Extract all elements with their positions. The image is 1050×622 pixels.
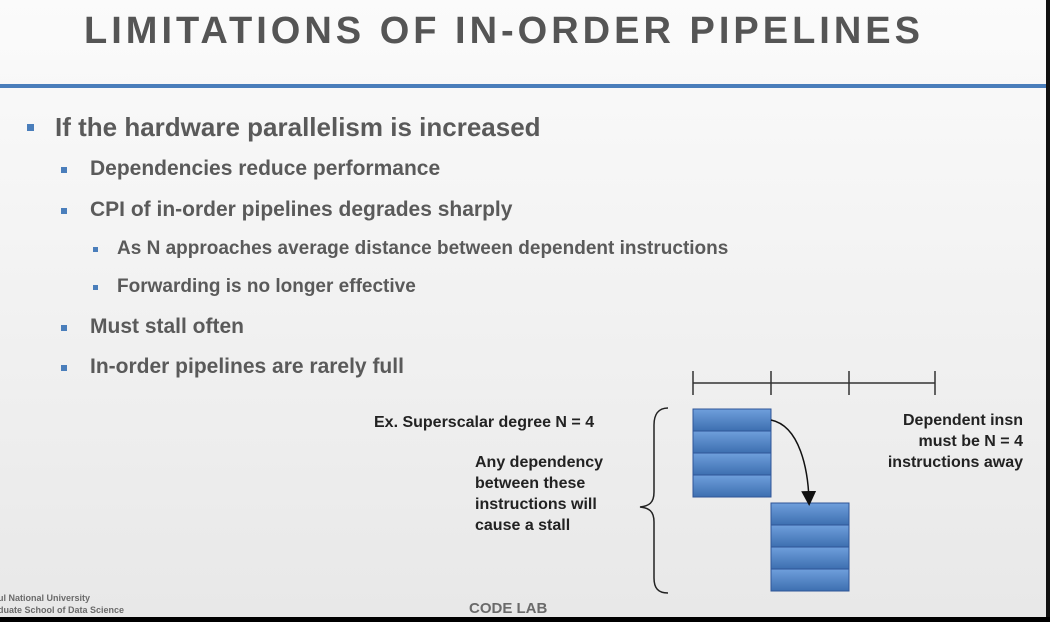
curly-brace	[639, 407, 669, 594]
dependency-note-line: cause a stall	[475, 517, 571, 534]
dependency-note-line: Any dependency	[475, 454, 604, 471]
sub-sub-bullet-item: As N approaches average distance between…	[93, 238, 729, 260]
slide-title: LIMITATIONS OF IN-ORDER PIPELINES	[84, 10, 924, 52]
dependency-note: Any dependency between these instruction…	[475, 452, 603, 536]
bullet-text: CPI of in-order pipelines degrades sharp…	[90, 198, 513, 221]
dependent-note-line: Dependent insn	[902, 412, 1023, 429]
instruction-box	[692, 452, 772, 476]
dependent-note-line: instructions away	[887, 454, 1023, 471]
title-divider	[0, 84, 1046, 88]
sub-bullet-item: Must stall often	[61, 315, 245, 339]
bullet-marker	[27, 124, 34, 131]
instruction-group-2	[770, 502, 850, 592]
dependency-arrow	[770, 419, 817, 506]
window-edge	[1046, 0, 1050, 617]
school-name: duate School of Data Science	[0, 605, 125, 615]
dependency-note-line: instructions will	[475, 496, 597, 513]
bullet-marker	[61, 208, 67, 214]
bullet-marker	[93, 285, 98, 290]
lab-name: CODE LAB	[469, 600, 548, 617]
instruction-box	[770, 502, 850, 526]
instruction-box	[770, 568, 850, 592]
dependency-note-line: between these	[475, 475, 586, 492]
instruction-box	[692, 474, 772, 498]
bullet-text: Must stall often	[90, 315, 245, 338]
bullet-text: As N approaches average distance between…	[117, 238, 729, 259]
example-label: Ex. Superscalar degree N = 4	[374, 414, 595, 431]
sub-bullet-item: Dependencies reduce performance	[61, 157, 441, 181]
sub-bullet-item: In-order pipelines are rarely full	[61, 355, 404, 379]
university-logo-text: ul National University duate School of D…	[0, 592, 124, 616]
instruction-box	[770, 546, 850, 570]
bullet-text: In-order pipelines are rarely full	[90, 355, 404, 378]
dependent-note-line: must be N = 4	[918, 433, 1023, 450]
sub-sub-bullet-item: Forwarding is no longer effective	[93, 276, 416, 298]
instruction-group-1	[692, 408, 772, 498]
instruction-box	[770, 524, 850, 548]
bullet-marker	[93, 247, 98, 252]
bullet-text: Dependencies reduce performance	[90, 157, 441, 180]
instruction-box	[692, 430, 772, 454]
bullet-marker	[61, 167, 67, 173]
timeline-ruler	[692, 371, 936, 395]
university-name: ul National University	[0, 593, 91, 603]
bullet-text: Forwarding is no longer effective	[117, 276, 416, 297]
bullet-text: If the hardware parallelism is increased	[55, 112, 541, 142]
instruction-box	[692, 408, 772, 432]
dependent-note: Dependent insn must be N = 4 instruction…	[850, 410, 1023, 473]
bullet-marker	[61, 365, 67, 371]
sub-bullet-item: CPI of in-order pipelines degrades sharp…	[61, 198, 513, 222]
bullet-marker	[61, 325, 67, 331]
bullet-item: If the hardware parallelism is increased	[27, 112, 541, 143]
